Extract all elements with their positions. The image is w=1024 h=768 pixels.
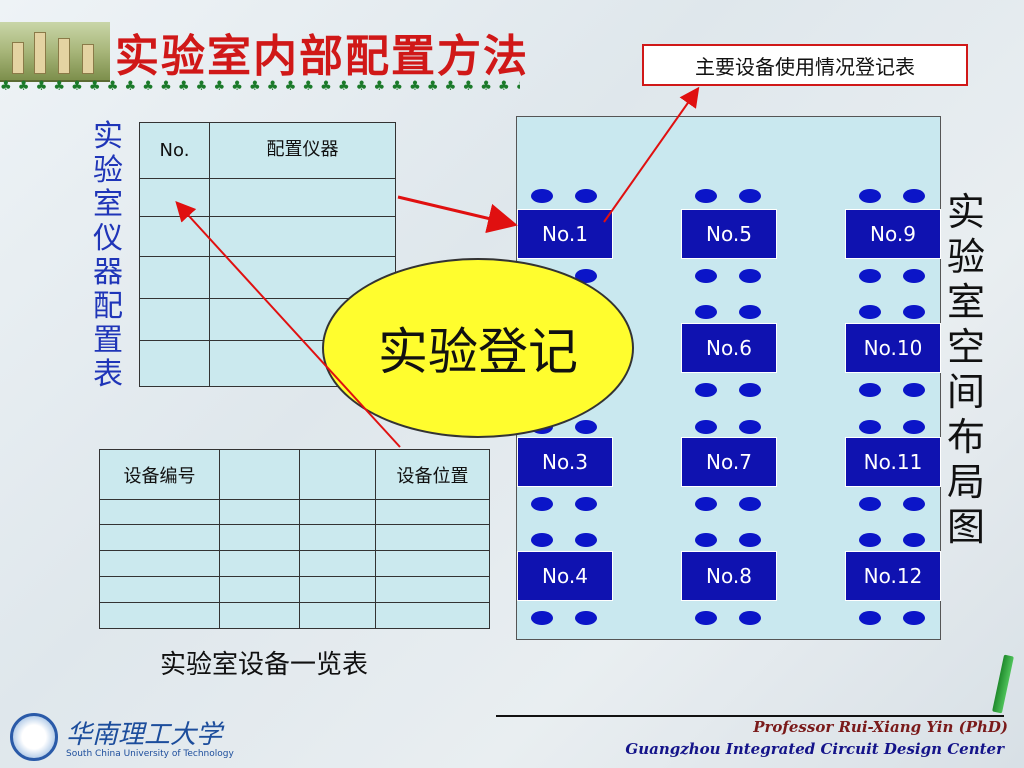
- table1-header-no: No.: [139, 122, 210, 179]
- seat-icon: [575, 533, 597, 547]
- university-name-cn: 华南理工大学: [66, 720, 223, 750]
- seat-icon: [859, 611, 881, 625]
- instrument-config-label: 实验室仪器配置表: [93, 119, 123, 392]
- seat-icon: [739, 533, 761, 547]
- university-name-en: South China University of Technology: [66, 749, 234, 759]
- seat-icon: [531, 611, 553, 625]
- station-no9: No.9: [845, 209, 941, 259]
- page-title: 实验室内部配置方法: [115, 31, 529, 82]
- seat-icon: [695, 189, 717, 203]
- seat-icon: [739, 383, 761, 397]
- space-layout-label: 实验室空间布局图: [946, 190, 985, 549]
- seat-icon: [531, 533, 553, 547]
- equipment-list-caption: 实验室设备一览表: [160, 650, 369, 680]
- seat-icon: [695, 383, 717, 397]
- seat-icon: [739, 189, 761, 203]
- seat-icon: [859, 305, 881, 319]
- station-no8: No.8: [681, 551, 777, 601]
- seat-icon: [903, 189, 925, 203]
- footer-professor: Professor Rui-Xiang Yin (PhD): [753, 718, 1008, 736]
- seat-icon: [903, 611, 925, 625]
- table2-header-equip-location: 设备位置: [375, 449, 490, 500]
- seat-icon: [903, 305, 925, 319]
- seat-icon: [739, 420, 761, 434]
- seat-icon: [903, 383, 925, 397]
- seat-icon: [859, 497, 881, 511]
- station-no12: No.12: [845, 551, 941, 601]
- seat-icon: [575, 420, 597, 434]
- seat-icon: [695, 420, 717, 434]
- seat-icon: [575, 497, 597, 511]
- station-no3: No.3: [517, 437, 613, 487]
- seat-icon: [859, 189, 881, 203]
- station-no7: No.7: [681, 437, 777, 487]
- equipment-list-table: 设备编号 设备位置: [99, 449, 490, 629]
- seat-icon: [903, 497, 925, 511]
- experiment-registration-ellipse: 实验登记: [322, 258, 634, 438]
- seat-icon: [575, 611, 597, 625]
- seat-icon: [739, 269, 761, 283]
- footer-center: Guangzhou Integrated Circuit Design Cent…: [625, 740, 1004, 758]
- seat-icon: [859, 533, 881, 547]
- callout-usage-log: 主要设备使用情况登记表: [642, 44, 968, 86]
- station-no1: No.1: [517, 209, 613, 259]
- tree-border-decoration: ♣ ♣ ♣ ♣ ♣ ♣ ♣ ♣ ♣ ♣ ♣ ♣ ♣ ♣ ♣ ♣ ♣ ♣ ♣ ♣ …: [0, 79, 520, 93]
- station-no11: No.11: [845, 437, 941, 487]
- campus-logo-image: [0, 22, 110, 82]
- station-no6: No.6: [681, 323, 777, 373]
- station-no4: No.4: [517, 551, 613, 601]
- seat-icon: [903, 420, 925, 434]
- seat-icon: [739, 611, 761, 625]
- seat-icon: [903, 533, 925, 547]
- seat-icon: [903, 269, 925, 283]
- arrow-list-to-config: [175, 201, 401, 448]
- station-no10: No.10: [845, 323, 941, 373]
- seat-icon: [575, 189, 597, 203]
- seat-icon: [859, 269, 881, 283]
- seat-icon: [739, 305, 761, 319]
- seat-icon: [695, 497, 717, 511]
- seat-icon: [695, 533, 717, 547]
- seat-icon: [531, 497, 553, 511]
- footer-divider: [496, 715, 1004, 717]
- arrow-table-to-station: [397, 195, 518, 234]
- arrow-station-to-callout: [603, 86, 700, 223]
- station-no5: No.5: [681, 209, 777, 259]
- university-seal-icon: [10, 713, 58, 761]
- seat-icon: [531, 189, 553, 203]
- seat-icon: [739, 497, 761, 511]
- seat-icon: [695, 305, 717, 319]
- seat-icon: [859, 420, 881, 434]
- seat-icon: [695, 611, 717, 625]
- seat-icon: [695, 269, 717, 283]
- seat-icon: [859, 383, 881, 397]
- table2-header-equip-id: 设备编号: [99, 449, 220, 500]
